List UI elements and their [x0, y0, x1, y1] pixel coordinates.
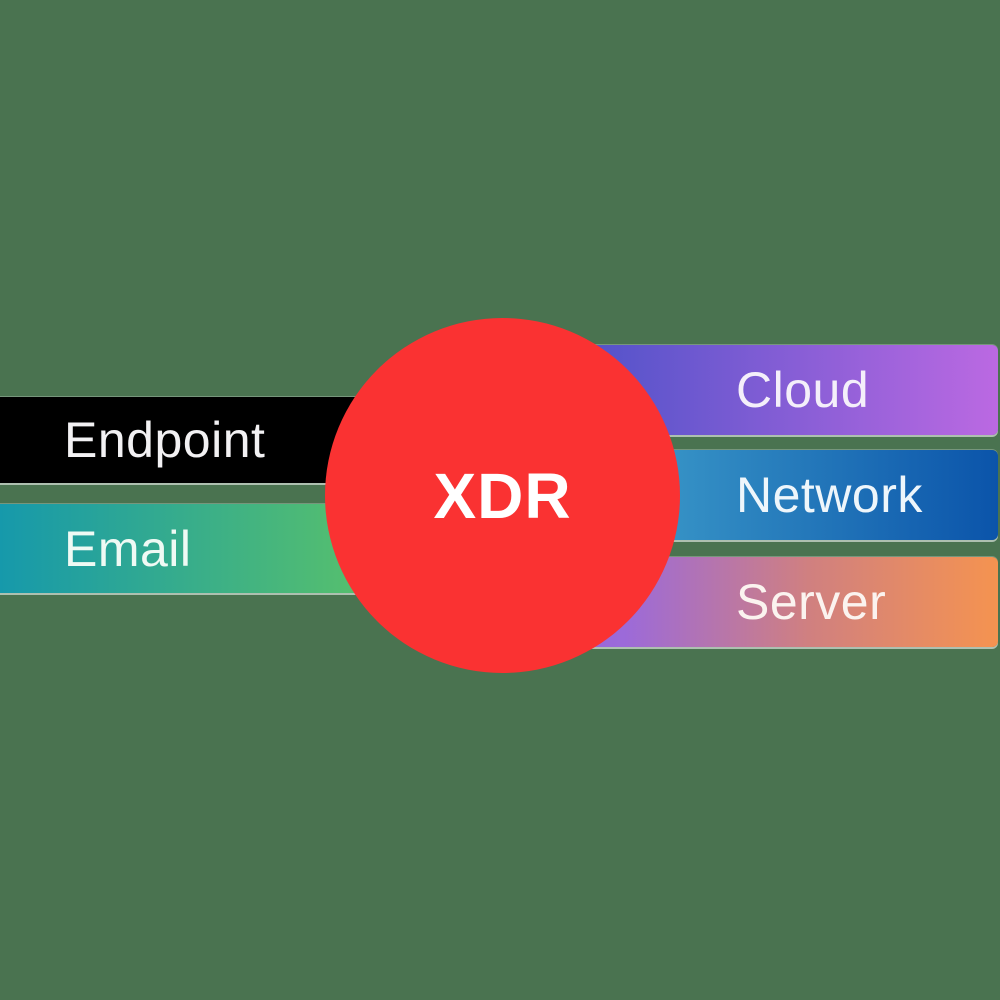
xdr-circle: XDR — [325, 318, 680, 673]
bar-endpoint-label: Endpoint — [64, 412, 266, 468]
bar-email-label: Email — [64, 520, 192, 577]
xdr-label: XDR — [433, 459, 572, 532]
bar-cloud-label: Cloud — [736, 362, 870, 418]
bar-server-label: Server — [736, 574, 887, 630]
bar-network-label: Network — [736, 467, 923, 523]
